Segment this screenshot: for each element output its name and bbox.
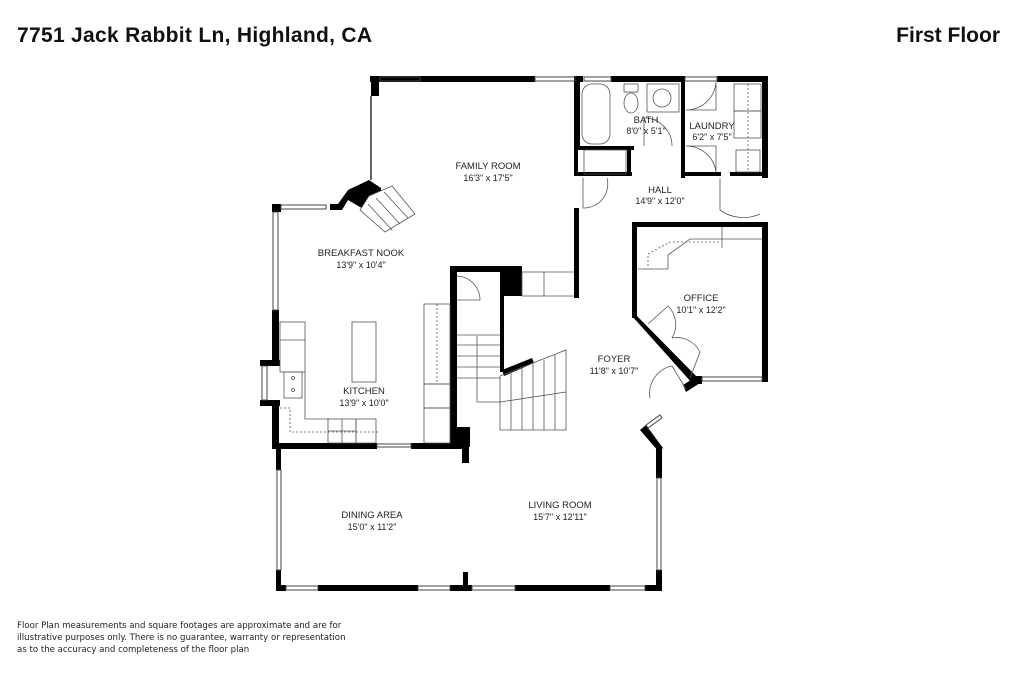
floor-label: First Floor — [896, 24, 1000, 47]
fixtures — [279, 81, 762, 444]
room-labels: FAMILY ROOM 16'3" x 17'5" BATH 8'0" x 5'… — [318, 115, 735, 532]
room-label-kitchen: KITCHEN — [343, 386, 385, 397]
room-dim-hall: 14'9" x 12'0" — [635, 196, 684, 206]
windows — [261, 76, 763, 591]
room-dim-foyer: 11'8" x 10'7" — [590, 366, 639, 376]
room-label-bath: BATH — [634, 115, 659, 126]
room-dim-living-room: 15'7" x 12'11" — [533, 512, 587, 522]
room-label-hall: HALL — [648, 185, 672, 196]
room-dim-laundry: 6'2" x 7'5" — [692, 132, 731, 142]
room-label-office: OFFICE — [684, 293, 719, 304]
disclaimer-text: Floor Plan measurements and square foota… — [17, 621, 346, 655]
room-dim-family-room: 16'3" x 17'5" — [463, 173, 512, 183]
room-dim-office: 10'1" x 12'2" — [676, 305, 725, 315]
room-label-laundry: LAUNDRY — [689, 121, 735, 132]
room-label-dining-area: DINING AREA — [341, 510, 403, 521]
room-dim-kitchen: 13'9" x 10'0" — [339, 398, 388, 408]
room-label-family-room: FAMILY ROOM — [455, 161, 520, 172]
walls — [260, 76, 768, 591]
room-dim-dining-area: 15'0" x 11'2" — [348, 522, 397, 532]
room-label-living-room: LIVING ROOM — [528, 500, 591, 511]
property-address: 7751 Jack Rabbit Ln, Highland, CA — [17, 24, 373, 47]
room-label-foyer: FOYER — [598, 354, 631, 365]
room-label-breakfast-nook: BREAKFAST NOOK — [318, 248, 405, 259]
room-dim-breakfast-nook: 13'9" x 10'4" — [336, 260, 385, 270]
room-dim-bath: 8'0" x 5'1" — [626, 126, 665, 136]
